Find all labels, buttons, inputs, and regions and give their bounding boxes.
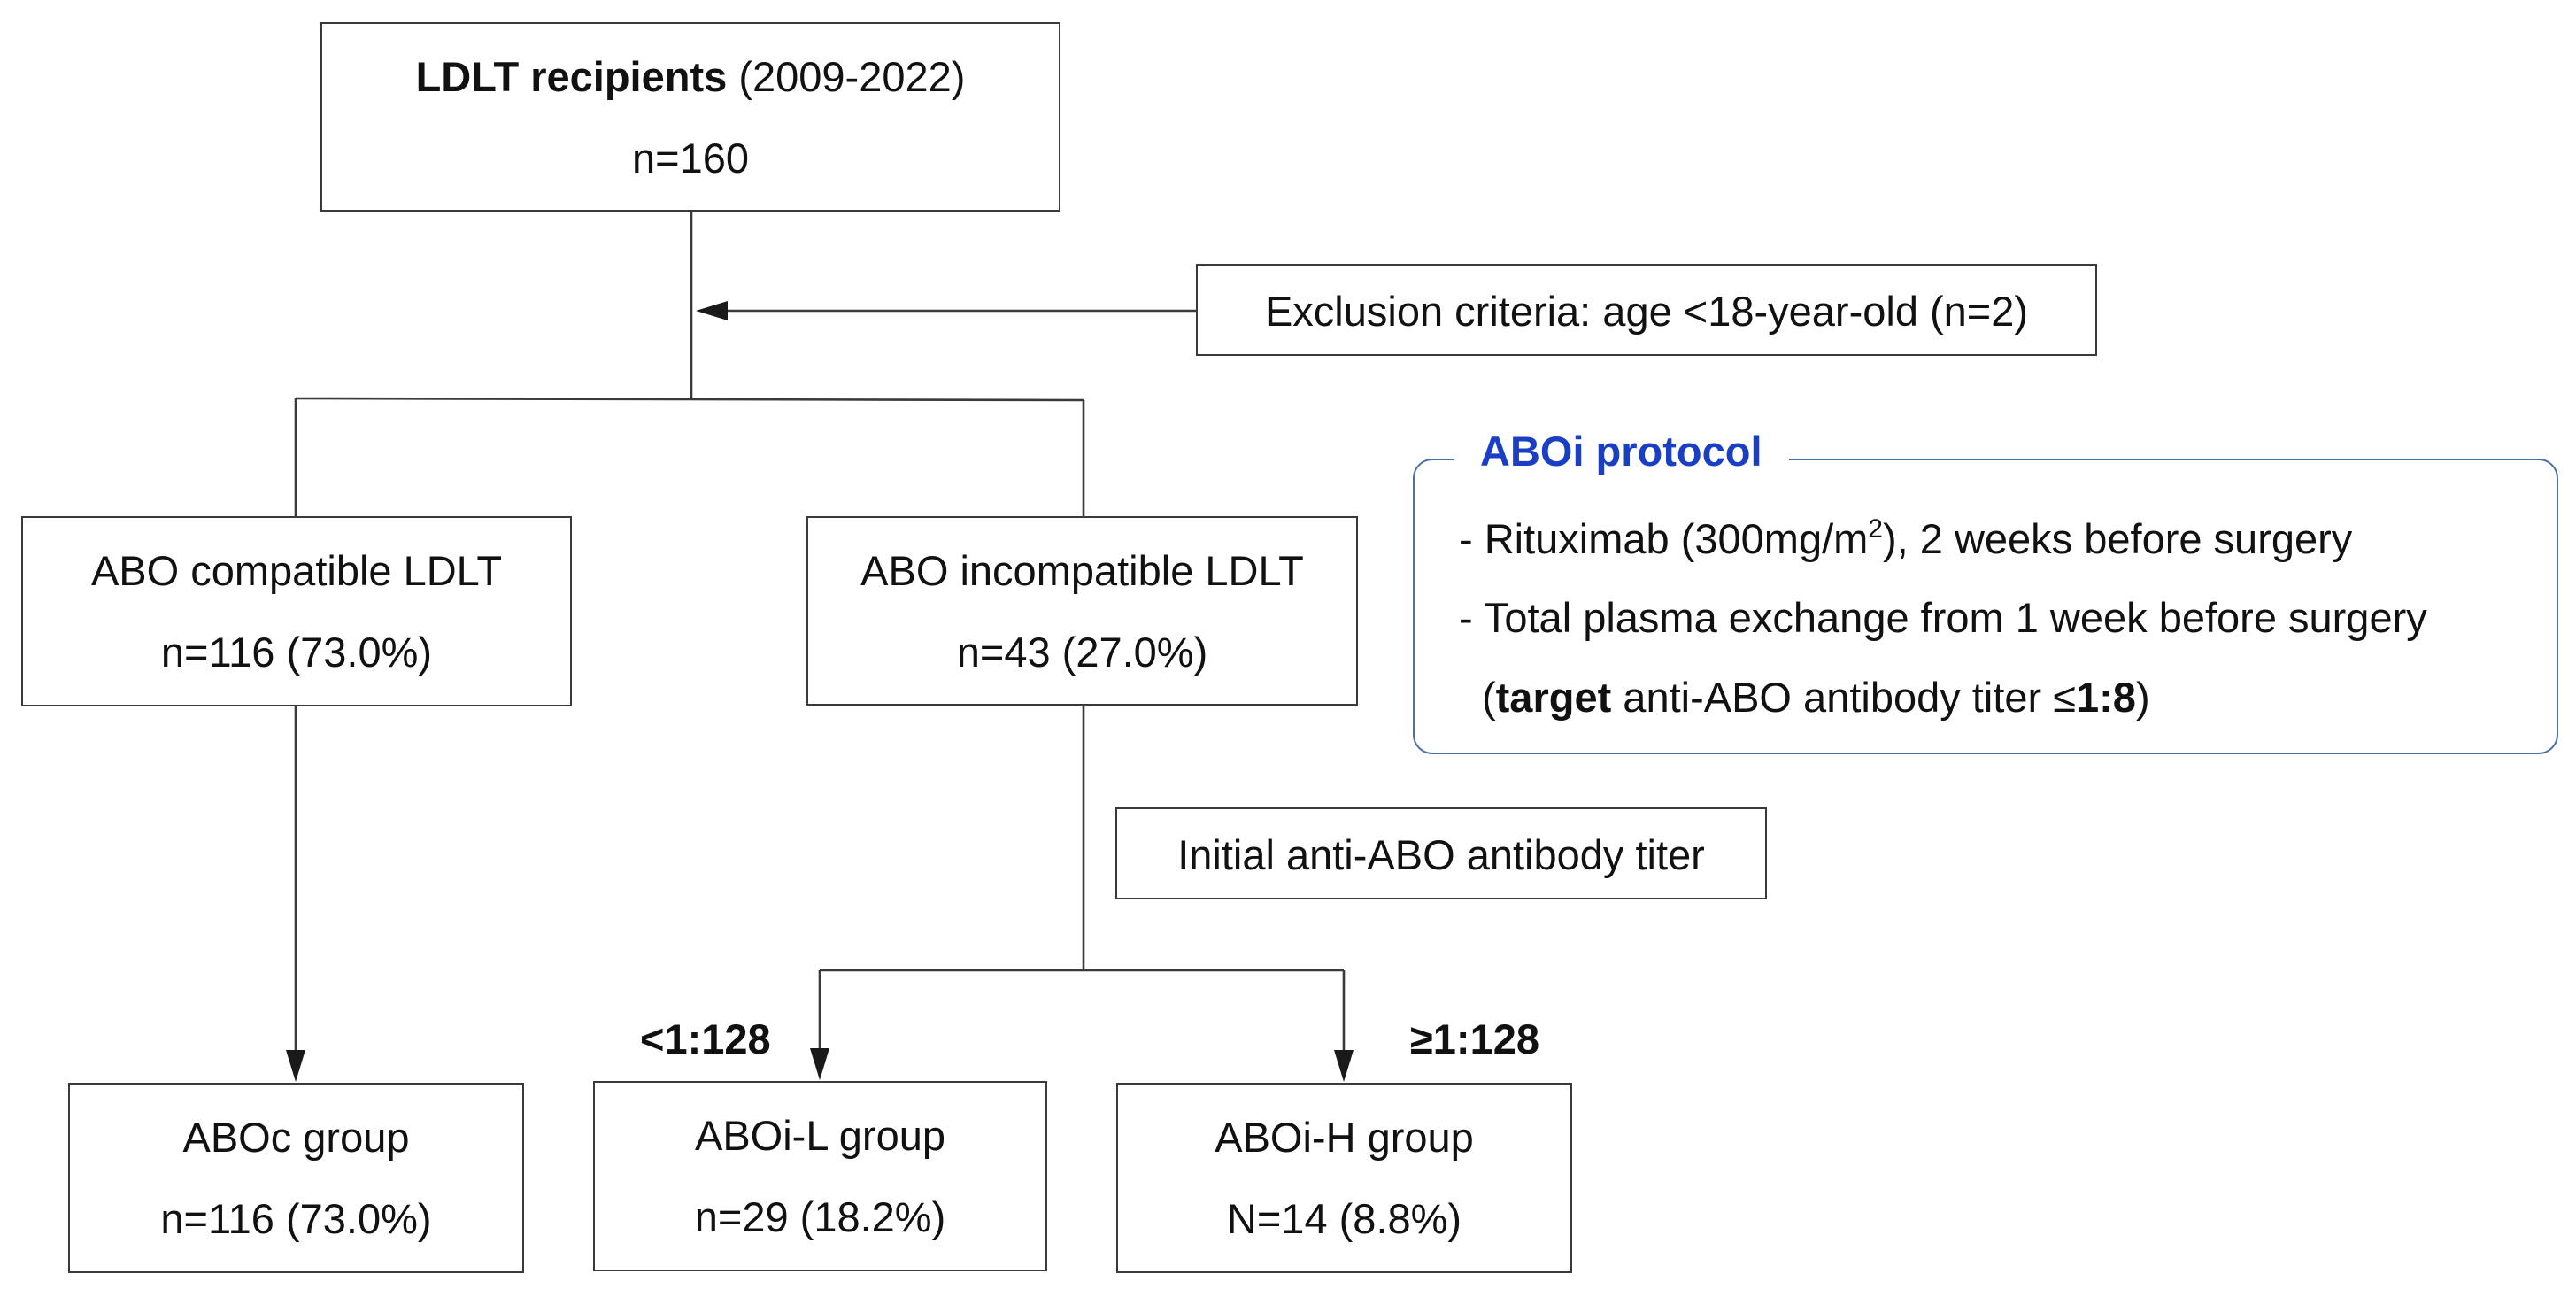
incompatible-ldlt-box: ABO incompatible LDLT n=43 (27.0%) bbox=[806, 516, 1358, 706]
protocol-plasma-exchange-line: - Total plasma exchange from 1 week befo… bbox=[1459, 594, 2427, 641]
protocol-rituximab-suffix: ), 2 weeks before surgery bbox=[1882, 515, 2353, 562]
initial-titer-box: Initial anti-ABO antibody titer bbox=[1115, 807, 1767, 899]
aboi-l-group-label: ABOi-L group bbox=[694, 1112, 945, 1159]
exclusion-arrowhead bbox=[696, 301, 728, 320]
aboc-group-label: ABOc group bbox=[182, 1114, 410, 1161]
aboi-l-arrowhead bbox=[810, 1048, 829, 1080]
aboi-h-group-box: ABOi-H group N=14 (8.8%) bbox=[1116, 1083, 1572, 1273]
protocol-target-line: (target anti-ABO antibody titer ≤1:8) bbox=[1482, 676, 2150, 718]
protocol-target-close: ) bbox=[2135, 674, 2150, 721]
aboc-arrowhead bbox=[286, 1050, 305, 1082]
incompatible-ldlt-label: ABO incompatible LDLT bbox=[860, 546, 1304, 594]
protocol-rituximab-superscript: 2 bbox=[1868, 514, 1883, 544]
incompatible-ldlt-count: n=43 (27.0%) bbox=[956, 628, 1208, 676]
split-crossbar bbox=[295, 397, 1084, 402]
aboc-group-count: n=116 (73.0%) bbox=[160, 1195, 432, 1242]
recipients-title-bold: LDLT recipients bbox=[415, 52, 728, 100]
aboi-h-group-count: N=14 (8.8%) bbox=[1226, 1195, 1462, 1242]
compatible-ldlt-label: ABO compatible LDLT bbox=[90, 547, 503, 594]
aboi-l-group-count: n=29 (18.2%) bbox=[694, 1193, 946, 1240]
aboi-h-arrowhead bbox=[1334, 1050, 1354, 1082]
protocol-rituximab-line: - Rituximab (300mg/m2), 2 weeks before s… bbox=[1459, 515, 2353, 562]
exclusion-criteria-text: Exclusion criteria: age <18-year-old (n=… bbox=[1264, 287, 2029, 335]
recipients-box: LDLT recipients (2009-2022) n=160 bbox=[320, 22, 1060, 212]
compatible-ldlt-box: ABO compatible LDLT n=116 (73.0%) bbox=[21, 516, 572, 706]
protocol-rituximab-prefix: - Rituximab (300mg/m bbox=[1459, 515, 1869, 562]
protocol-target-middle: anti-ABO antibody titer ≤ bbox=[1611, 674, 2077, 721]
protocol-target-keyword: target bbox=[1495, 674, 1612, 721]
protocol-target-value: 1:8 bbox=[2076, 674, 2136, 721]
low-titer-threshold-label: <1:128 bbox=[640, 1015, 771, 1062]
aboi-protocol-box bbox=[1413, 459, 2558, 754]
aboi-h-group-label: ABOi-H group bbox=[1215, 1114, 1474, 1161]
aboc-group-box: ABOc group n=116 (73.0%) bbox=[68, 1083, 524, 1273]
high-titer-threshold-label: ≥1:128 bbox=[1410, 1015, 1540, 1062]
aboi-l-group-box: ABOi-L group n=29 (18.2%) bbox=[593, 1081, 1047, 1271]
recipients-title-years: (2009-2022) bbox=[738, 52, 966, 100]
exclusion-criteria-box: Exclusion criteria: age <18-year-old (n=… bbox=[1196, 264, 2097, 356]
aboi-protocol-title: ABOi protocol bbox=[1454, 426, 1789, 477]
recipients-count: n=160 bbox=[631, 134, 749, 181]
initial-titer-text: Initial anti-ABO antibody titer bbox=[1177, 830, 1705, 878]
protocol-target-open: ( bbox=[1482, 674, 1496, 721]
recipients-title: LDLT recipients (2009-2022) bbox=[416, 56, 966, 97]
compatible-ldlt-count: n=116 (73.0%) bbox=[160, 629, 433, 676]
